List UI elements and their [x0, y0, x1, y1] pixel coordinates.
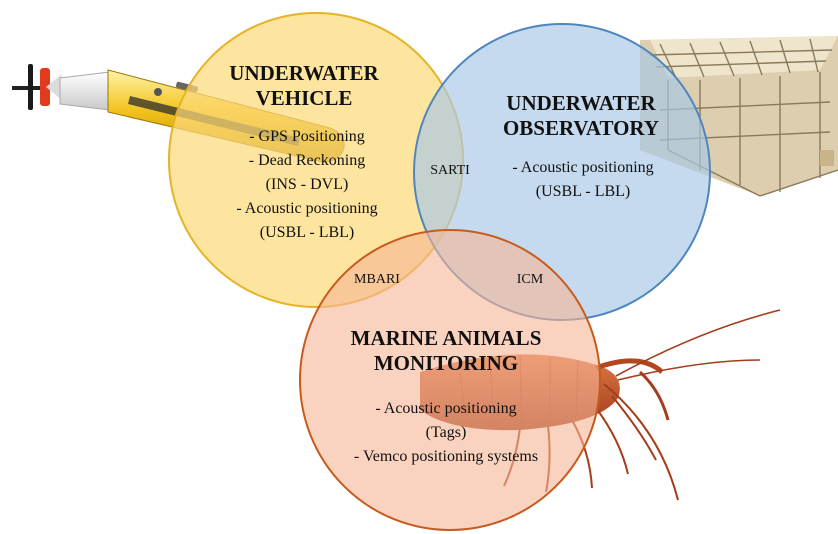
vehicle-item: (INS - DVL)	[266, 176, 349, 193]
animals-item: (Tags)	[426, 424, 467, 441]
animals-title-line1: MARINE ANIMALS	[351, 326, 542, 350]
vehicle-item: - Dead Reckoning	[249, 152, 365, 169]
animals-item: - Acoustic positioning	[375, 400, 516, 417]
overlap-label-icm: ICM	[517, 272, 544, 287]
observatory-title-line2: OBSERVATORY	[503, 116, 659, 140]
animals-item: - Vemco positioning systems	[354, 448, 538, 465]
vehicle-title-line2: VEHICLE	[256, 86, 353, 110]
overlap-label-mbari: MBARI	[354, 272, 400, 287]
vehicle-item: - GPS Positioning	[249, 128, 365, 145]
vehicle-item: - Acoustic positioning	[236, 200, 377, 217]
observatory-title-line1: UNDERWATER	[506, 91, 656, 115]
overlap-label-sarti: SARTI	[430, 163, 470, 178]
observatory-item: - Acoustic positioning	[512, 159, 653, 176]
animals-title-line2: MONITORING	[374, 351, 518, 375]
vehicle-title-line1: UNDERWATER	[229, 61, 379, 85]
vehicle-item: (USBL - LBL)	[260, 224, 355, 241]
observatory-item: (USBL - LBL)	[536, 183, 631, 200]
animals-circle	[300, 230, 600, 530]
